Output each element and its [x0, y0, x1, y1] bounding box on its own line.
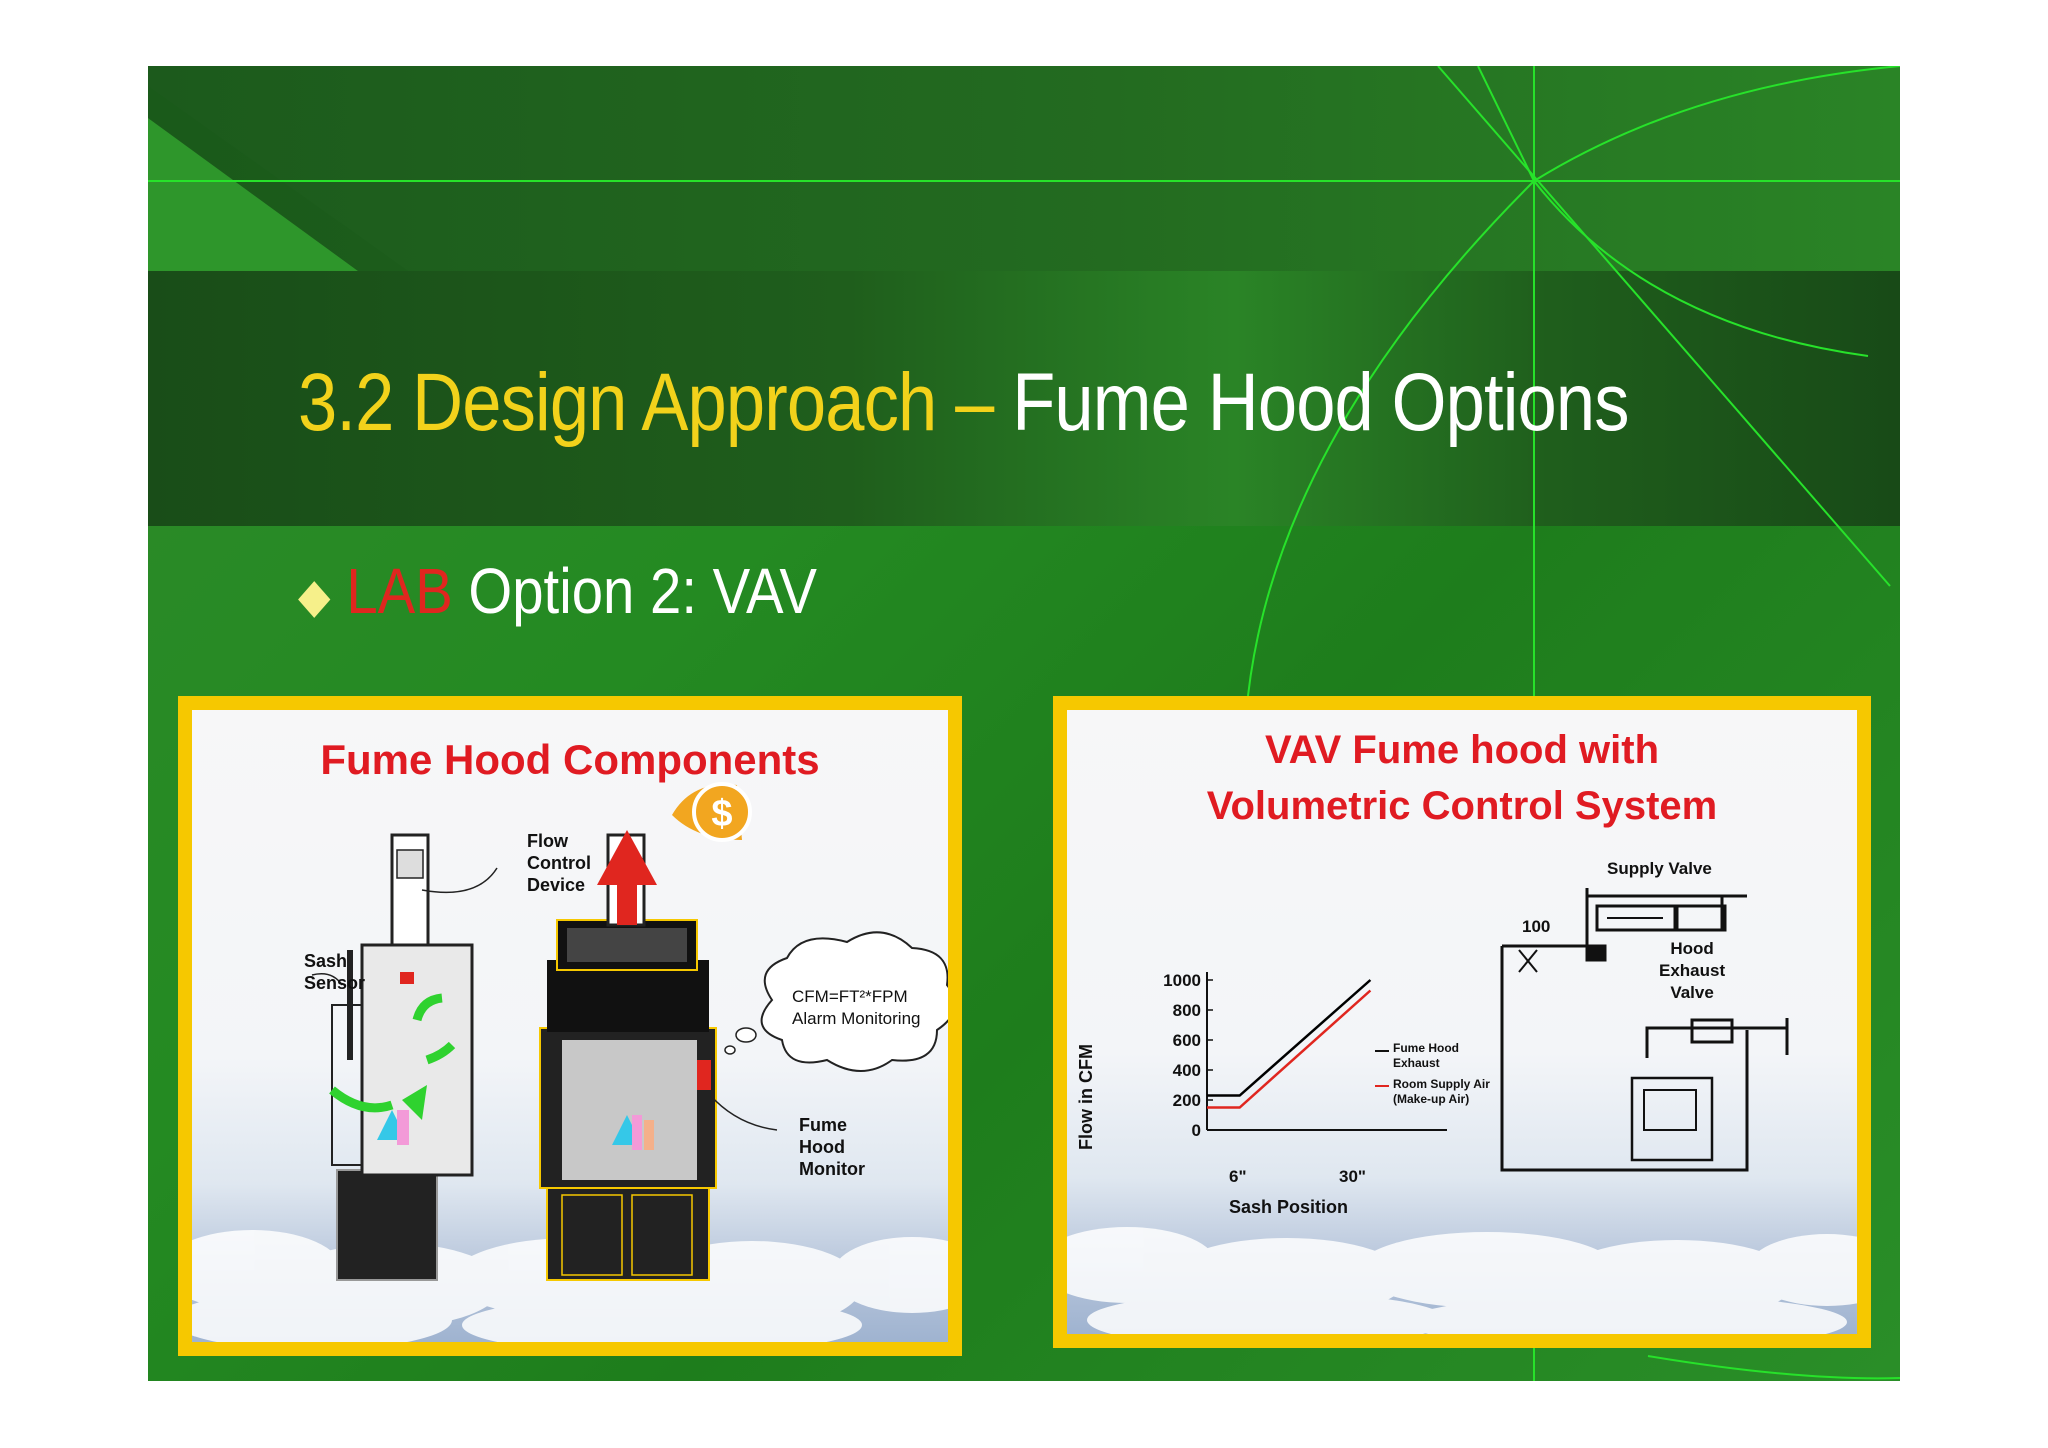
- title-white-part: Fume Hood Options: [1012, 357, 1629, 448]
- sash-sensor-line1: Sash: [304, 951, 348, 971]
- x-tick-6: 6": [1229, 1167, 1247, 1186]
- bullet-text: Option 2: VAV: [452, 555, 817, 627]
- legend-supply-line1: Room Supply Air: [1393, 1077, 1490, 1091]
- hood-exhaust-line3: Valve: [1670, 983, 1714, 1002]
- y-tick-label: 800: [1173, 1001, 1201, 1020]
- vav-chart: 1000 800 600 400 200 0: [1067, 888, 1857, 1334]
- monitor-line1: Fume: [799, 1115, 848, 1135]
- fume-hood-illustration: $: [192, 782, 948, 1342]
- svg-text:$: $: [711, 793, 732, 835]
- right-title-line1: VAV Fume hood with: [1264, 728, 1660, 772]
- monitor-line2: Hood: [799, 1137, 845, 1157]
- title-band: [148, 271, 1900, 526]
- left-panel-title: Fume Hood Components: [320, 736, 820, 783]
- right-panel-image: VAV Fume hood with Volumetric Control Sy…: [1067, 710, 1857, 1334]
- fume-hood-monitor-label: Fume Hood Monitor: [799, 1114, 865, 1180]
- room-schematic: [1500, 888, 1789, 1172]
- right-panel-title: VAV Fume hood with Volumetric Control Sy…: [1067, 722, 1857, 834]
- slide-title: 3.2 Design Approach – Fume Hood Options: [298, 356, 1630, 450]
- sash-sensor-label: Sash Sensor: [304, 950, 365, 994]
- cloud-line1: CFM=FT²*FPM: [792, 987, 908, 1006]
- x-tick-30: 30": [1339, 1167, 1366, 1186]
- legend-supply: Room Supply Air (Make-up Air): [1393, 1077, 1490, 1107]
- fume-hood-components-panel: Fume Hood Components: [178, 696, 962, 1356]
- hood-exhaust-line2: Exhaust: [1659, 961, 1726, 980]
- flow-control-line2: Control: [527, 853, 591, 873]
- sash-sensor-line2: Sensor: [304, 973, 366, 993]
- bullet-lab: LAB: [346, 555, 453, 627]
- y-tick-label: 400: [1173, 1061, 1201, 1080]
- legend-exhaust: Fume Hood Exhaust: [1393, 1041, 1459, 1071]
- bullet-item: ◆ LAB Option 2: VAV: [298, 554, 817, 628]
- right-title-line2: Volumetric Control System: [1206, 784, 1718, 828]
- diamond-bullet-icon: ◆: [298, 570, 331, 624]
- x-axis-label: Sash Position: [1229, 1197, 1349, 1217]
- series-line: [1207, 979, 1372, 1097]
- y-tick-label: 1000: [1163, 971, 1201, 990]
- y-tick-label: 0: [1192, 1121, 1201, 1140]
- y-tick-label: 600: [1173, 1031, 1201, 1050]
- vav-control-panel: VAV Fume hood with Volumetric Control Sy…: [1053, 696, 1871, 1348]
- flow-control-line1: Flow: [527, 831, 568, 851]
- legend-exhaust-line1: Fume Hood: [1393, 1041, 1459, 1055]
- left-panel-image: Fume Hood Components: [192, 710, 948, 1342]
- y-axis-label: Flow in CFM: [1076, 1044, 1096, 1150]
- hood-exhaust-line1: Hood: [1670, 939, 1714, 958]
- y-tick-label: 200: [1173, 1091, 1201, 1110]
- flow-control-label: Flow Control Device: [527, 830, 591, 896]
- legend-supply-line2: (Make-up Air): [1393, 1092, 1470, 1106]
- monitor-line3: Monitor: [799, 1159, 865, 1179]
- hood-exhaust-valve-label: Hood Exhaust Valve: [1659, 938, 1725, 1004]
- supply-valve-label: Supply Valve: [1607, 859, 1712, 878]
- title-yellow-part: 3.2 Design Approach –: [298, 357, 1013, 448]
- flow-control-line3: Device: [527, 875, 586, 895]
- series-line: [1207, 989, 1372, 1109]
- cloud-text: CFM=FT²*FPM Alarm Monitoring: [792, 986, 921, 1030]
- legend-exhaust-line2: Exhaust: [1393, 1056, 1440, 1070]
- hundred-label: 100: [1522, 917, 1551, 936]
- cloud-line2: Alarm Monitoring: [792, 1009, 921, 1028]
- top-band: [148, 66, 1900, 271]
